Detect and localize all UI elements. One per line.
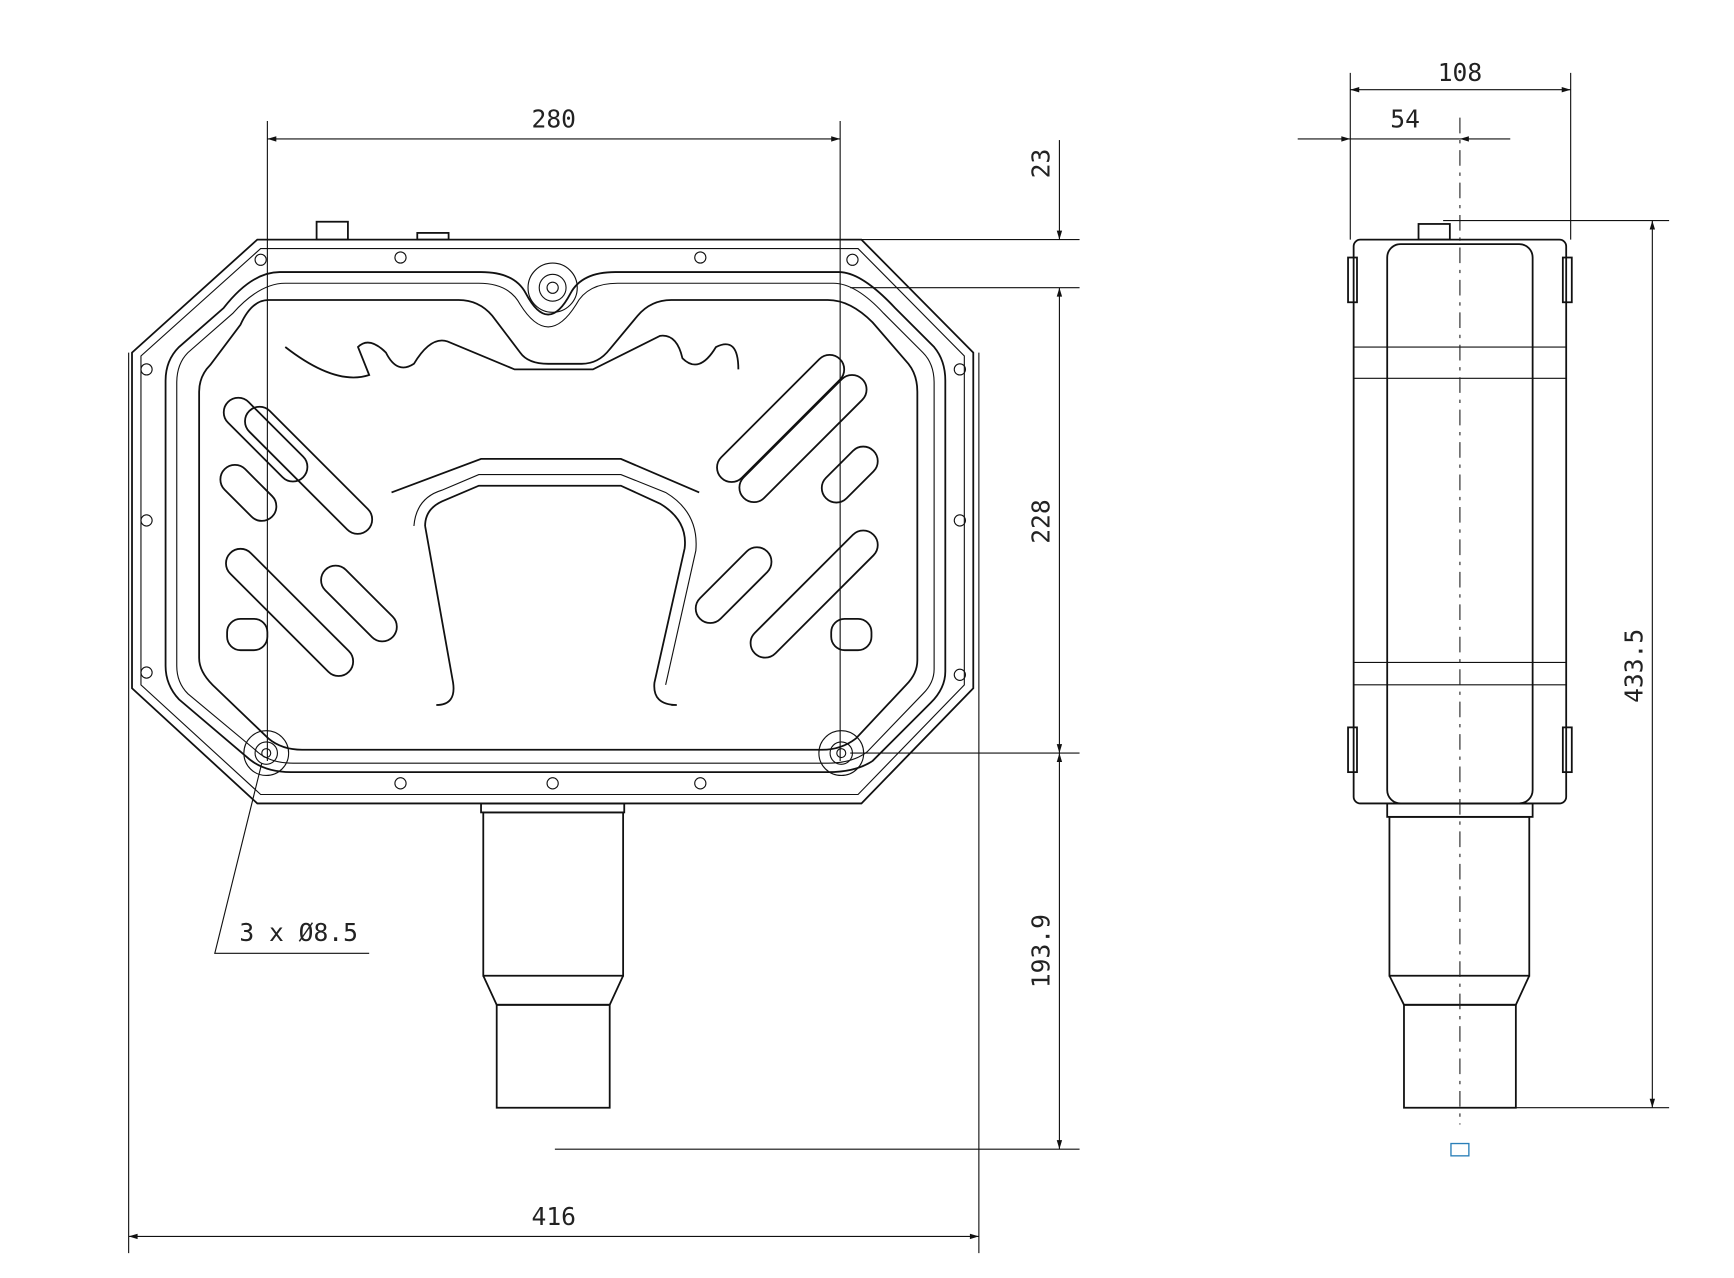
housing-outline	[131, 238, 975, 805]
inner-frame	[164, 271, 947, 774]
front-dimensions: 280 23 228 193.9 416 3 x Ø8.5	[128, 105, 1080, 1254]
dim-433-5: 433.5	[1619, 629, 1648, 703]
dim-416: 416	[532, 1202, 576, 1231]
dim-228: 228	[1026, 499, 1055, 543]
outlet-pipe	[480, 802, 626, 1109]
center-cavity	[424, 484, 686, 706]
dim-193-9: 193.9	[1026, 914, 1055, 988]
dim-23: 23	[1026, 149, 1055, 179]
marker-square	[1450, 1142, 1470, 1157]
side-dimensions: 108 54 433.5	[1297, 58, 1670, 1109]
hole-callout: 3 x Ø8.5	[239, 918, 358, 947]
bolt-holes	[140, 251, 967, 790]
side-view	[1347, 117, 1573, 1157]
front-view	[131, 220, 975, 1109]
dim-54: 54	[1390, 105, 1420, 134]
dim-280: 280	[532, 105, 576, 134]
dim-108: 108	[1438, 58, 1482, 87]
